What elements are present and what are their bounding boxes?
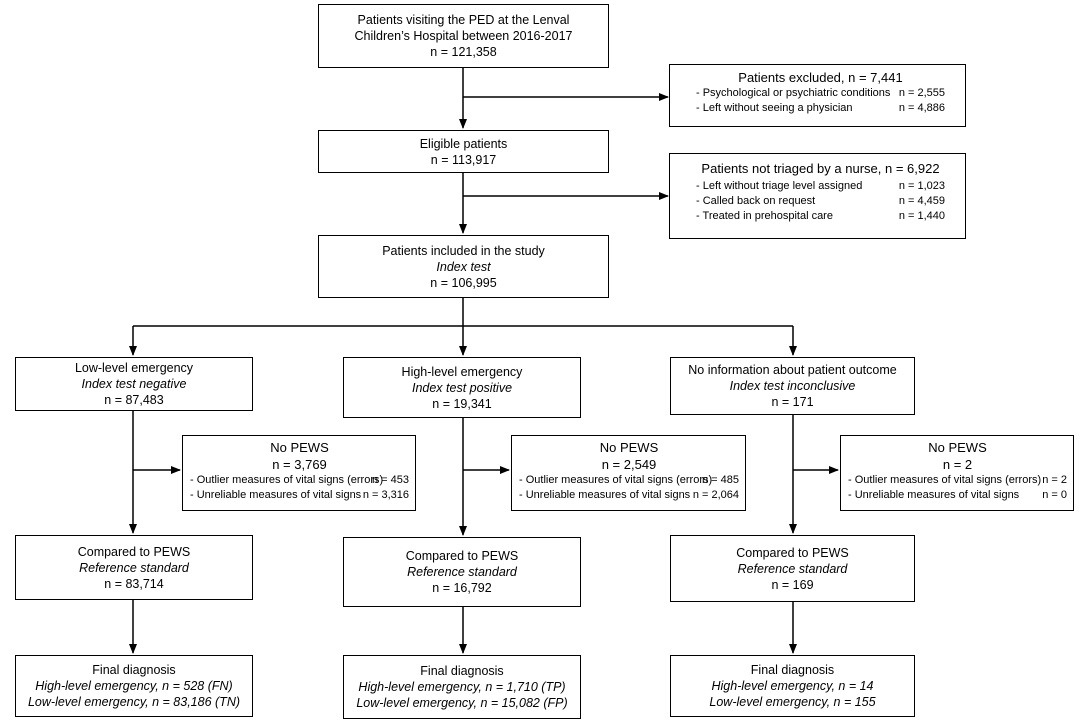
excluded-box: Patients excluded, n = 7,441 - Psycholog… [669,64,966,127]
no-pews-item: - Outlier measures of vital signs (error… [848,473,1067,488]
no-pews-box-low: No PEWS n = 3,769 - Outlier measures of … [182,435,416,511]
no-pews-item-label: - Outlier measures of vital signs (error… [190,474,384,486]
included-box: Patients included in the study Index tes… [318,235,609,298]
not-triaged-item-value: n = 1,440 [898,210,945,222]
not-triaged-item-label: - Left without triage level assigned [696,180,863,192]
total-line1: Patients visiting the PED at the Lenval [357,13,570,27]
not-triaged-item-label: - Called back on request [696,195,816,207]
excluded-item-value: n = 4,886 [898,102,945,114]
excluded-item: - Left without seeing a physician n = 4,… [696,101,945,116]
not-triaged-box: Patients not triaged by a nurse, n = 6,9… [669,153,966,239]
compared-subtitle: Reference standard [79,560,189,575]
compared-count: n = 83,714 [104,576,164,591]
total-count: n = 121,358 [430,45,497,59]
compared-subtitle: Reference standard [407,565,517,579]
excluded-item-value: n = 2,555 [898,87,945,99]
final-low: Low-level emergency, n = 83,186 (TN) [27,695,241,709]
compared-box-low: Compared to PEWS Reference standard n = … [15,535,253,600]
group-subtitle: Index test inconclusive [729,379,856,393]
final-high: High-level emergency, n = 1,710 (TP) [358,680,566,694]
no-pews-item-value: n = 2,064 [692,489,739,501]
final-box-high: Final diagnosis High-level emergency, n … [343,655,581,719]
compared-title: Compared to PEWS [77,544,191,559]
no-pews-item-label: - Unreliable measures of vital signs [190,489,362,501]
excluded-item-label: - Psychological or psychiatric condition… [696,87,891,99]
not-triaged-item-value: n = 1,023 [898,180,945,192]
no-pews-item-label: - Unreliable measures of vital signs [519,489,691,501]
no-pews-item: - Unreliable measures of vital signs n =… [519,488,739,503]
compared-box-noinfo: Compared to PEWS Reference standard n = … [670,535,915,602]
group-title: High-level emergency [401,364,523,379]
no-pews-item: - Outlier measures of vital signs (error… [190,473,409,488]
no-pews-title: No PEWS [928,440,987,455]
no-pews-item-value: n = 485 [701,474,739,486]
eligible-title: Eligible patients [419,136,508,151]
no-pews-box-noinfo: No PEWS n = 2 - Outlier measures of vita… [840,435,1074,511]
final-low: Low-level emergency, n = 15,082 (FP) [356,696,568,710]
group-subtitle: Index test positive [411,380,513,395]
not-triaged-item: - Called back on request n = 4,459 [696,194,945,209]
no-pews-count: n = 2,549 [601,457,657,472]
no-pews-item-value: n = 3,316 [362,489,409,501]
included-title: Patients included in the study [382,243,545,258]
excluded-item-label: - Left without seeing a physician [696,102,853,114]
included-count: n = 106,995 [430,275,497,290]
no-pews-item-value: n = 0 [1042,489,1067,501]
group-subtitle: Index test negative [81,377,187,391]
no-pews-title: No PEWS [599,440,659,455]
no-pews-item-value: n = 2 [1042,474,1067,486]
not-triaged-title: Patients not triaged by a nurse, n = 6,9… [701,161,940,176]
eligible-count: n = 113,917 [430,152,497,167]
group-count: n = 87,483 [104,393,164,407]
high-level-box: High-level emergency Index test positive… [343,357,581,418]
compared-subtitle: Reference standard [737,561,848,576]
no-pews-count: n = 2 [942,457,973,472]
final-high: High-level emergency, n = 528 (FN) [35,679,233,693]
not-triaged-item: - Treated in prehospital care n = 1,440 [696,209,945,224]
group-title: Low-level emergency [74,361,194,375]
eligible-box: Eligible patients n = 113,917 [318,130,609,173]
compared-box-high: Compared to PEWS Reference standard n = … [343,537,581,607]
no-pews-item-value: n = 453 [371,474,409,486]
total-patients-box: Patients visiting the PED at the Lenval … [318,4,609,68]
final-title: Final diagnosis [92,663,176,677]
no-pews-count: n = 3,769 [272,457,327,472]
no-pews-item: - Unreliable measures of vital signs n =… [848,488,1067,503]
not-triaged-item-value: n = 4,459 [898,195,945,207]
no-pews-item-label: - Outlier measures of vital signs (error… [519,474,713,486]
excluded-item: - Psychological or psychiatric condition… [696,86,945,101]
low-level-box: Low-level emergency Index test negative … [15,357,253,411]
final-box-low: Final diagnosis High-level emergency, n … [15,655,253,717]
no-pews-box-high: No PEWS n = 2,549 - Outlier measures of … [511,435,746,511]
no-pews-item: - Unreliable measures of vital signs n =… [190,488,409,503]
no-pews-item: - Outlier measures of vital signs (error… [519,473,739,488]
group-count: n = 19,341 [432,396,492,411]
compared-count: n = 16,792 [432,581,492,595]
final-low: Low-level emergency, n = 155 [709,695,876,709]
not-triaged-item-label: - Treated in prehospital care [696,210,833,222]
group-title: No information about patient outcome [688,363,897,377]
compared-title: Compared to PEWS [736,545,849,560]
excluded-title: Patients excluded, n = 7,441 [738,70,903,85]
final-box-noinfo: Final diagnosis High-level emergency, n … [670,655,915,717]
final-title: Final diagnosis [750,663,835,677]
final-high: High-level emergency, n = 14 [711,679,874,693]
no-pews-title: No PEWS [270,440,329,455]
total-line2: Children’s Hospital between 2016-2017 [354,29,573,43]
no-pews-item-label: - Outlier measures of vital signs (error… [848,474,1042,486]
no-info-box: No information about patient outcome Ind… [670,357,915,415]
group-count: n = 171 [771,395,814,409]
not-triaged-item: - Left without triage level assigned n =… [696,179,945,194]
compared-title: Compared to PEWS [405,549,519,563]
final-title: Final diagnosis [420,664,504,678]
no-pews-item-label: - Unreliable measures of vital signs [848,489,1020,501]
compared-count: n = 169 [771,577,814,592]
included-subtitle: Index test [436,259,491,274]
